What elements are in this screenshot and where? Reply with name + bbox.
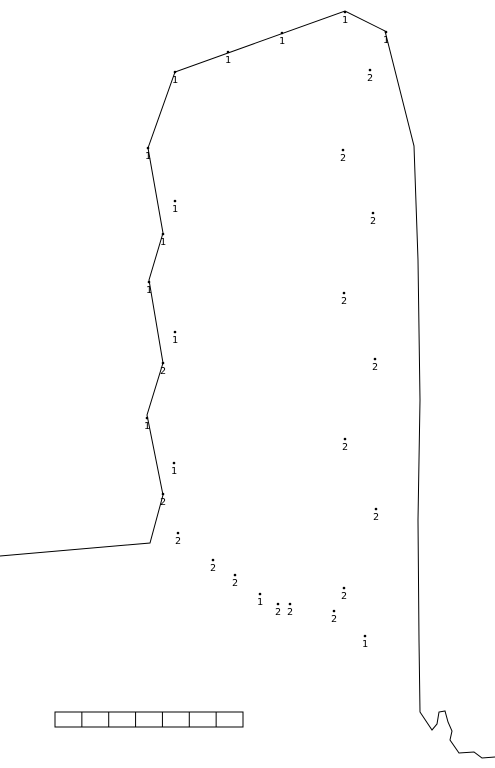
sample-point-marker — [211, 558, 215, 562]
sample-point-label: 2 — [331, 614, 337, 625]
sample-point-marker — [343, 10, 347, 14]
sample-point-marker — [172, 461, 176, 465]
sample-point-label: 2 — [341, 591, 347, 602]
sample-point-marker — [363, 634, 367, 638]
sample-point-marker — [332, 609, 336, 613]
sample-point-marker — [276, 602, 280, 606]
sample-point-label: 1 — [342, 15, 348, 26]
sample-point-label: 2 — [372, 362, 378, 373]
sample-point-label: 2 — [160, 497, 166, 508]
sample-point-label: 2 — [275, 607, 281, 618]
sample-point-marker — [145, 416, 149, 420]
sample-point-label: 1 — [362, 639, 368, 650]
sample-point-label: 1 — [257, 597, 263, 608]
sample-point-label: 1 — [172, 204, 178, 215]
sample-point-label: 1 — [172, 75, 178, 86]
sample-point-label: 2 — [341, 296, 347, 307]
sample-point-label: 2 — [232, 578, 238, 589]
scale-bar-outline — [54, 711, 244, 728]
sample-point-label: 1 — [171, 466, 177, 477]
sample-point-label: 1 — [383, 35, 389, 46]
sample-point-label: 2 — [370, 216, 376, 227]
sample-point-marker — [384, 30, 388, 34]
sample-point-marker — [341, 148, 345, 152]
sample-point-marker — [258, 592, 262, 596]
sample-point-marker — [147, 280, 151, 284]
sample-point-marker — [280, 31, 284, 35]
sample-point-label: 2 — [175, 536, 181, 547]
sample-point-marker — [233, 573, 237, 577]
sample-point-label: 1 — [144, 421, 150, 432]
sample-point-marker — [173, 330, 177, 334]
sample-point-marker — [368, 68, 372, 72]
sample-point-label: 2 — [340, 153, 346, 164]
sample-point-marker — [374, 507, 378, 511]
sample-point-marker — [173, 199, 177, 203]
sample-point-marker — [176, 531, 180, 535]
sample-point-marker — [288, 602, 292, 606]
sample-point-marker — [373, 357, 377, 361]
sample-point-label: 1 — [172, 335, 178, 346]
sample-point-marker — [343, 437, 347, 441]
sample-point-label: 1 — [146, 285, 152, 296]
sample-point-label: 1 — [279, 36, 285, 47]
sample-point-label: 1 — [160, 237, 166, 248]
sample-point-label: 2 — [373, 512, 379, 523]
sample-point-label: 1 — [145, 151, 151, 162]
sample-point-marker — [161, 232, 165, 236]
sample-point-marker — [146, 146, 150, 150]
scale-bar — [54, 711, 244, 728]
sample-point-label: 2 — [367, 73, 373, 84]
sample-point-label: 2 — [342, 442, 348, 453]
sample-point-marker — [173, 70, 177, 74]
boundary-line — [0, 10, 495, 759]
sample-point-label: 2 — [210, 563, 216, 574]
sample-point-marker — [161, 492, 165, 496]
sample-point-label: 2 — [287, 607, 293, 618]
sample-point-marker — [371, 211, 375, 215]
sample-point-label: 2 — [160, 366, 166, 377]
sample-point-marker — [342, 586, 346, 590]
sample-point-marker — [342, 291, 346, 295]
sample-point-label: 1 — [225, 55, 231, 66]
sample-point-marker — [161, 361, 165, 365]
sample-point-marker — [226, 50, 230, 54]
